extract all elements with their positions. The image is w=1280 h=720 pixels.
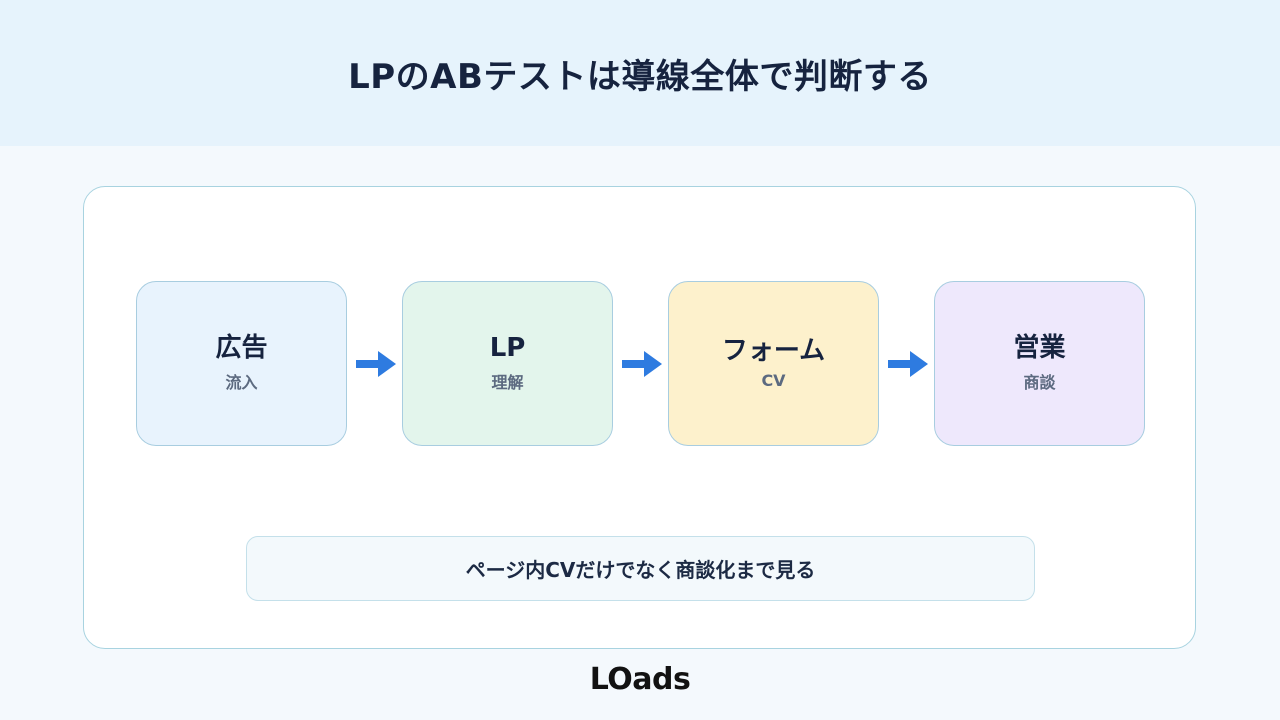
brand-logo: LOads <box>589 662 691 697</box>
arrow-right-icon <box>888 351 928 377</box>
arrow-right-icon <box>356 351 396 377</box>
note-box: ページ内CVだけでなく商談化まで見る <box>246 536 1035 601</box>
step-lp: LP 理解 <box>402 281 613 446</box>
step-subtitle: 流入 <box>225 372 258 392</box>
page-title: LPのABテストは導線全体で判断する <box>348 56 932 97</box>
header-banner: LPのABテストは導線全体で判断する <box>0 0 1280 146</box>
flow-card: 広告 流入 LP 理解 フォーム CV 営業 商談 ページ内CVだけでなく商談化… <box>83 186 1196 649</box>
step-subtitle: 理解 <box>491 372 524 392</box>
step-title: 営業 <box>1013 333 1066 364</box>
step-title: LP <box>489 333 526 364</box>
step-form: フォーム CV <box>668 281 879 446</box>
step-subtitle: 商談 <box>1023 372 1056 392</box>
step-sales: 営業 商談 <box>934 281 1145 446</box>
note-text: ページ内CVだけでなく商談化まで見る <box>465 558 816 582</box>
step-title: 広告 <box>215 333 268 364</box>
step-subtitle: CV <box>761 371 786 391</box>
step-title: フォーム <box>721 335 826 366</box>
arrow-right-icon <box>622 351 662 377</box>
step-ad: 広告 流入 <box>136 281 347 446</box>
